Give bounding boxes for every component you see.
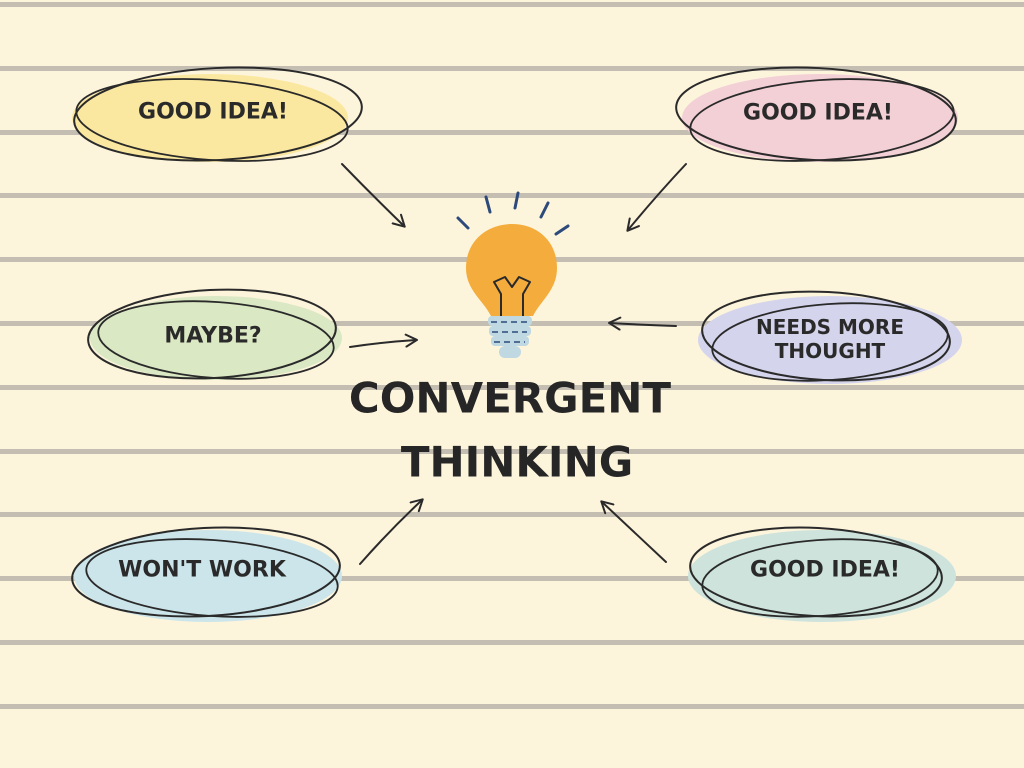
rule-line: [0, 640, 1024, 645]
diagram-title-line2: THINKING: [401, 438, 633, 487]
bubble-label-mid-left: MAYBE?: [164, 324, 261, 349]
bubble-label-bottom-left: WON'T WORK: [118, 558, 287, 583]
bubble-top-right: GOOD IDEA!: [675, 66, 958, 162]
arrow-top-left: [341, 163, 406, 228]
rule-line: [0, 576, 1024, 581]
rule-line: [0, 385, 1024, 390]
rule-line: [0, 512, 1024, 517]
rule-line: [0, 193, 1024, 198]
light-rays: [456, 191, 570, 236]
bubble-label-bottom-right: GOOD IDEA!: [750, 558, 900, 583]
arrow-top-right: [626, 163, 687, 232]
arrow-mid-left: [349, 333, 418, 348]
bubble-bottom-left: WON'T WORK: [71, 526, 342, 622]
lightbulb-icon: [456, 191, 570, 358]
bubble-label-top-right: GOOD IDEA!: [743, 101, 893, 126]
rule-line: [0, 130, 1024, 135]
diagram-title-line1: CONVERGENT: [349, 374, 672, 423]
arrow-mid-right: [608, 316, 677, 331]
bubble-top-left: GOOD IDEA!: [72, 66, 363, 162]
bubble-label-top-left: GOOD IDEA!: [138, 100, 288, 125]
arrow-bottom-right: [600, 500, 667, 563]
rule-line: [0, 66, 1024, 71]
bubble-bottom-right: GOOD IDEA!: [688, 526, 956, 622]
arrows: [341, 163, 687, 565]
bubble-label-mid-right-line1: NEEDS MORE: [756, 315, 904, 339]
bubble-mid-right: NEEDS MORE THOUGHT: [698, 290, 962, 384]
rule-line: [0, 2, 1024, 7]
rule-line: [0, 704, 1024, 709]
rule-line: [0, 449, 1024, 454]
bubble-label-mid-right-line2: THOUGHT: [775, 339, 886, 363]
bubble-mid-left: MAYBE?: [87, 288, 342, 380]
arrow-bottom-left: [359, 498, 424, 565]
